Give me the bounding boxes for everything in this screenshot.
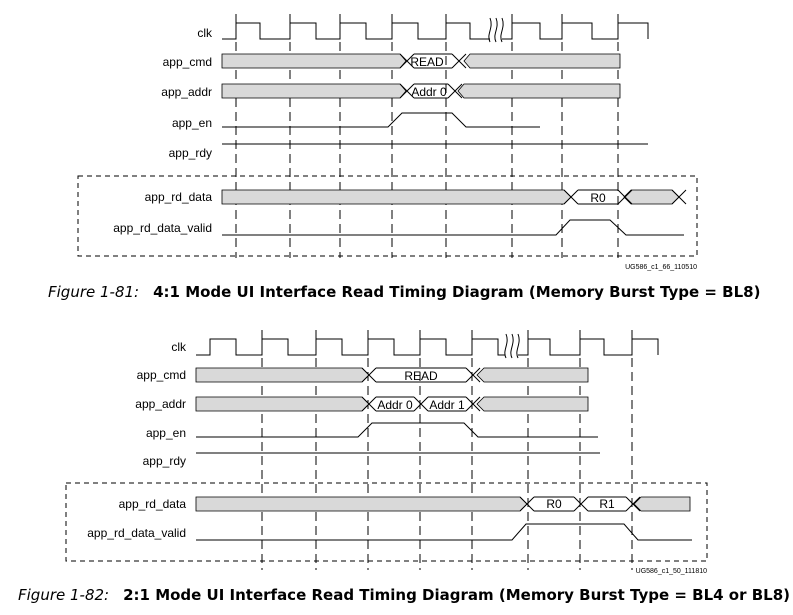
app-addr-value-0: Addr 0 <box>377 398 413 412</box>
app-addr-value-1: Addr 1 <box>429 398 465 412</box>
app-rd-data-value: R0 <box>590 191 606 205</box>
clk-waveform <box>196 338 659 356</box>
app-rd-data-bus: R0 R1 <box>195 496 691 512</box>
signal-label-app-addr: app_addr <box>161 85 212 99</box>
signal-label-app-en: app_en <box>172 116 212 130</box>
signal-label-app-cmd: app_cmd <box>137 368 186 382</box>
app-addr-bus: Addr 0 Addr 1 <box>195 396 589 412</box>
signal-label-app-rd-data: app_rd_data <box>145 190 213 204</box>
signal-label-clk: clk <box>171 340 187 354</box>
diagram-2to1: clk app_cmd app_addr app_en app_rdy app_… <box>65 330 708 575</box>
signal-label-app-rd-data-valid: app_rd_data_valid <box>87 526 186 540</box>
app-addr-bus: Addr 0 <box>221 83 621 99</box>
figure-id-tag: UG586_c1_66_110510 <box>625 264 697 271</box>
diagram-4to1: clk app_cmd app_addr app_en app_rdy app_… <box>77 14 698 271</box>
signal-label-app-cmd: app_cmd <box>163 55 212 69</box>
figure-number: Figure 1-82: <box>18 586 110 604</box>
read-data-region <box>65 482 708 562</box>
signal-label-app-rdy: app_rdy <box>169 146 212 160</box>
app-en-waveform <box>222 112 540 128</box>
app-cmd-bus: READ <box>195 367 589 383</box>
app-en-waveform <box>196 422 598 438</box>
app-addr-value: Addr 0 <box>411 85 447 99</box>
figure-title: 4:1 Mode UI Interface Read Timing Diagra… <box>153 283 761 301</box>
app-rd-data-bus: R0 <box>221 189 687 205</box>
signal-label-app-rd-data: app_rd_data <box>119 497 187 511</box>
app-rd-data-value-0: R0 <box>546 497 562 511</box>
app-rd-data-value-1: R1 <box>599 497 615 511</box>
figure-title: 2:1 Mode UI Interface Read Timing Diagra… <box>123 586 791 604</box>
app-cmd-value: READ <box>410 55 444 69</box>
signal-label-app-en: app_en <box>146 426 186 440</box>
read-data-region <box>77 175 698 257</box>
figure-caption-2: Figure 1-82: 2:1 Mode UI Interface Read T… <box>18 586 790 604</box>
signal-label-app-addr: app_addr <box>135 397 186 411</box>
signal-label-app-rd-data-valid: app_rd_data_valid <box>113 221 212 235</box>
clk-break-mark <box>504 333 520 359</box>
signal-label-app-rdy: app_rdy <box>143 454 186 468</box>
app-cmd-bus: READ <box>221 53 621 69</box>
app-rd-data-valid-waveform <box>196 523 692 541</box>
figure-caption-1: Figure 1-81: 4:1 Mode UI Interface Read T… <box>48 283 760 301</box>
figure-id-tag: UG586_c1_50_111810 <box>636 568 707 575</box>
figure-number: Figure 1-81: <box>48 283 140 301</box>
clk-waveform <box>222 22 649 40</box>
signal-label-clk: clk <box>197 26 213 40</box>
app-rd-data-valid-waveform <box>222 219 684 236</box>
app-cmd-value: READ <box>404 369 438 383</box>
clk-break-mark <box>488 17 504 43</box>
